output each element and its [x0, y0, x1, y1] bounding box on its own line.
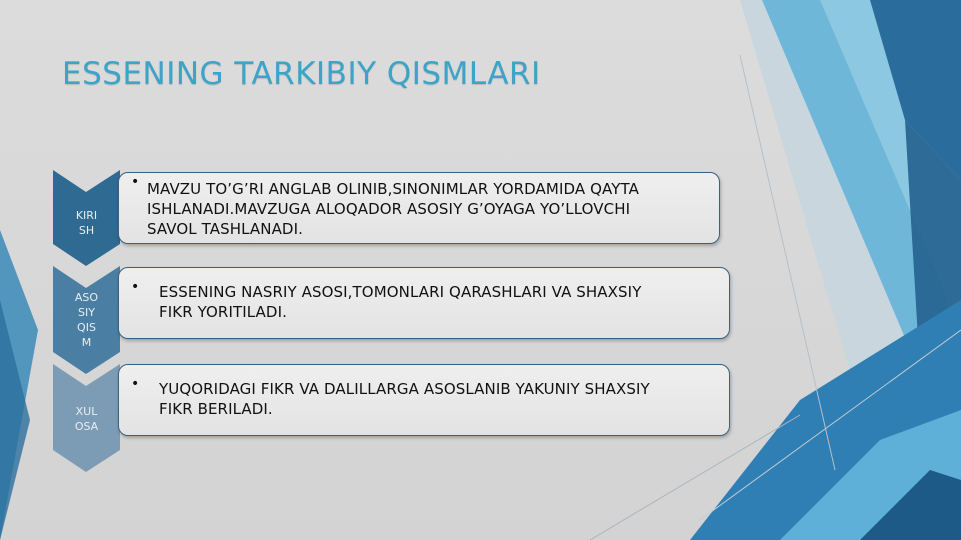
chevron-label: KIRI SH — [53, 208, 120, 238]
text-line: SAVOL TASHLANADI. — [147, 220, 303, 238]
chevron-shape — [53, 364, 120, 472]
chevron-label-line: SIY — [78, 306, 95, 319]
slide-title: ESSENING TARKIBIY QISMLARI — [62, 56, 541, 92]
bullet: • — [131, 279, 140, 295]
content-box-xulosa: • YUQORIDAGI FIKR VA DALILLARGA ASOSLANI… — [118, 364, 730, 436]
chevron-label-line: ASO — [74, 291, 99, 304]
text-line: ESSENING NASRIY ASOSI,TOMONLARI QARASHLA… — [159, 283, 642, 301]
chevron-label-line: QIS — [77, 321, 96, 334]
content-text: MAVZU TO’G’RI ANGLAB OLINIB,SINONIMLAR Y… — [147, 179, 639, 239]
chevron-label: XUL OSA — [53, 404, 120, 434]
text-line: YUQORIDAGI FIKR VA DALILLARGA ASOSLANIB … — [159, 380, 650, 398]
text-line: FIKR YORITILADI. — [159, 303, 287, 321]
bullet: • — [131, 174, 140, 190]
text-line: ISHLANADI.MAVZUGA ALOQADOR ASOSIY G’OYAG… — [147, 200, 631, 218]
chevron-asosiy-qism: ASO SIY QIS M — [53, 266, 120, 378]
chevron-shape — [53, 266, 120, 374]
chevron-label-line: KIRI — [75, 209, 98, 222]
chevron-label-line: XUL — [75, 405, 98, 418]
content-box-asosiy-qism: • ESSENING NASRIY ASOSI,TOMONLARI QARASH… — [118, 267, 730, 339]
chevron-label-line: M — [81, 336, 92, 349]
text-line: MAVZU TO’G’RI ANGLAB OLINIB,SINONIMLAR Y… — [147, 180, 639, 198]
chevron-kirish: KIRI SH — [53, 170, 120, 282]
chevron-label-line: OSA — [74, 420, 99, 433]
chevron-label: ASO SIY QIS M — [53, 290, 120, 350]
content-text: YUQORIDAGI FIKR VA DALILLARGA ASOSLANIB … — [159, 379, 650, 419]
chevron-shape — [53, 170, 120, 266]
text-line: FIKR BERILADI. — [159, 400, 273, 418]
bullet: • — [131, 376, 140, 392]
content-box-kirish: • MAVZU TO’G’RI ANGLAB OLINIB,SINONIMLAR… — [118, 172, 720, 244]
chevron-xulosa: XUL OSA — [53, 364, 120, 476]
content-text: ESSENING NASRIY ASOSI,TOMONLARI QARASHLA… — [159, 282, 641, 322]
chevron-label-line: SH — [78, 224, 95, 237]
